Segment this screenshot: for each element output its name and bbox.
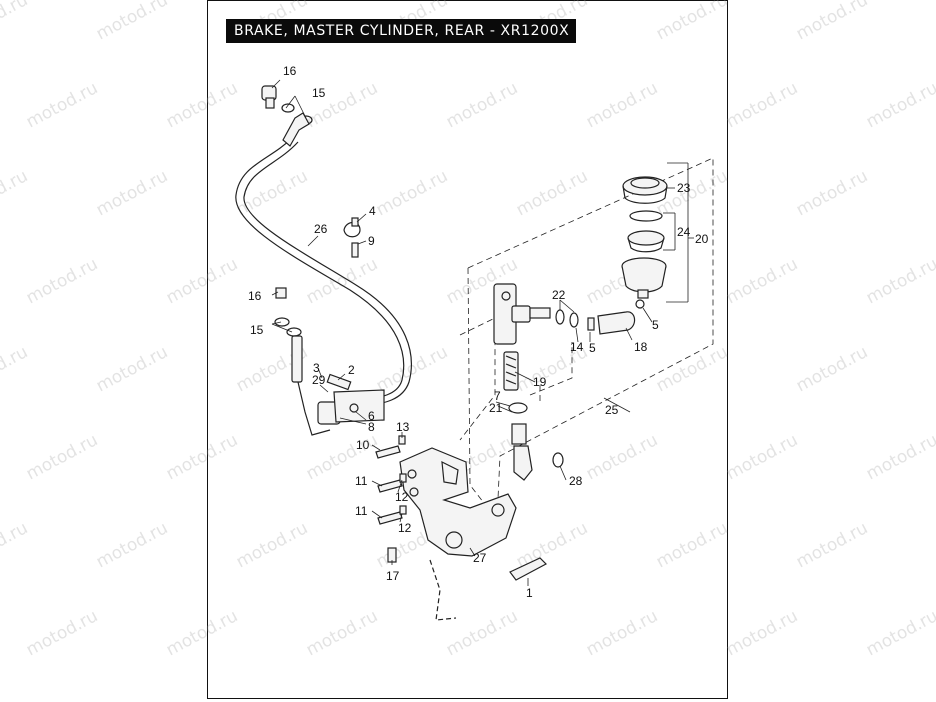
callout-20: 20 [695, 232, 709, 246]
callout-23: 23 [677, 181, 691, 195]
watermark-text: motod.ru [653, 166, 731, 220]
diagram-title: BRAKE, MASTER CYLINDER, REAR - XR1200X [226, 19, 576, 43]
callout-22: 22 [552, 288, 566, 302]
callout-15a: 15 [312, 86, 326, 100]
callout-21: 21 [489, 401, 503, 415]
watermark-text: motod.ru [93, 166, 171, 220]
watermark-text: motod.ru [163, 254, 241, 308]
reservoir [621, 176, 668, 299]
callout-7: 7 [494, 389, 501, 403]
callout-8: 8 [368, 420, 375, 434]
watermark-text: motod.ru [863, 78, 936, 132]
callout-15b: 15 [250, 323, 264, 337]
watermark-text: motod.ru [163, 606, 241, 660]
callout-5a: 5 [652, 318, 659, 332]
callout-27: 27 [473, 551, 487, 565]
callout-5b: 5 [589, 341, 596, 355]
callout-3: 3 [313, 361, 320, 375]
watermark-text: motod.ru [863, 606, 936, 660]
callout-1: 1 [526, 586, 533, 600]
callout-16a: 16 [283, 64, 297, 78]
hose-clip [343, 217, 361, 258]
watermark-text: motod.ru [233, 518, 311, 572]
watermark-text: motod.ru [723, 430, 801, 484]
watermark-text: motod.ru [0, 0, 31, 44]
watermark-text: motod.ru [513, 166, 591, 220]
watermark-text: motod.ru [653, 518, 731, 572]
callout-25: 25 [605, 403, 619, 417]
callout-12a: 12 [395, 490, 409, 504]
watermark-text: motod.ru [443, 606, 521, 660]
watermark-text: motod.ru [23, 78, 101, 132]
callout-29: 29 [312, 373, 326, 387]
watermark-text: motod.ru [863, 254, 936, 308]
callout-24: 24 [677, 225, 691, 239]
watermark-text: motod.ru [653, 0, 731, 44]
watermark-text: motod.ru [93, 518, 171, 572]
bracket [399, 447, 517, 621]
brake-hose [235, 137, 412, 407]
watermark-text: motod.ru [793, 518, 871, 572]
watermark-text: motod.ru [723, 78, 801, 132]
callout-18: 18 [634, 340, 648, 354]
watermark-text: motod.ru [0, 166, 31, 220]
bolts [375, 435, 547, 581]
callout-19: 19 [533, 375, 547, 389]
callout-2: 2 [348, 363, 355, 377]
callout-labels: 1 2 3 4 5 5 6 7 8 9 10 11 11 12 12 13 14… [248, 64, 709, 600]
callout-9: 9 [368, 234, 375, 248]
watermark-text: motod.ru [373, 166, 451, 220]
watermark-text: motod.ru [0, 518, 31, 572]
watermark-text: motod.ru [863, 430, 936, 484]
watermark-text: motod.ru [23, 254, 101, 308]
watermark-text: motod.ru [793, 166, 871, 220]
callout-6: 6 [368, 409, 375, 423]
callout-10: 10 [356, 438, 370, 452]
banjo-fitting-top [261, 85, 313, 147]
watermark-text: motod.ru [443, 78, 521, 132]
watermark-text: motod.ru [653, 342, 731, 396]
watermark-text: motod.ru [303, 430, 381, 484]
callout-26: 26 [314, 222, 328, 236]
watermark-text: motod.ru [93, 0, 171, 44]
watermark-text: motod.ru [373, 342, 451, 396]
master-cylinder [493, 283, 564, 481]
watermark-text: motod.ru [583, 78, 661, 132]
watermark-text: motod.ru [23, 430, 101, 484]
watermark-text: motod.ru [303, 606, 381, 660]
watermark-text: motod.ru [163, 430, 241, 484]
watermark-text: motod.ru [513, 518, 591, 572]
callout-12b: 12 [398, 521, 412, 535]
callout-16b: 16 [248, 289, 262, 303]
watermark-text: motod.ru [303, 254, 381, 308]
watermark-text: motod.ru [0, 342, 31, 396]
callout-17: 17 [386, 569, 400, 583]
watermark-text: motod.ru [793, 342, 871, 396]
watermark-text: motod.ru [583, 606, 661, 660]
callout-13: 13 [396, 420, 410, 434]
callout-11b: 11 [355, 504, 368, 518]
watermark-text: motod.ru [583, 430, 661, 484]
lower-fitting-and-switch [274, 287, 385, 436]
watermark-text: motod.ru [793, 0, 871, 44]
watermark-text: motod.ru [163, 78, 241, 132]
dashed-assembly-outlines [459, 157, 714, 521]
watermark-text: motod.ru [23, 606, 101, 660]
watermark-text: motod.ru [723, 254, 801, 308]
watermark-text: motod.ru [93, 342, 171, 396]
reservoir-hose [529, 299, 645, 335]
callout-14: 14 [570, 340, 584, 354]
callout-4: 4 [369, 204, 376, 218]
watermark-text: motod.ru [723, 606, 801, 660]
callout-11a: 11 [355, 474, 368, 488]
watermark-layer: motod.ru motod.ru motod.ru motod.ru motod.ru… [0, 0, 936, 660]
leader-lines [271, 79, 694, 586]
callout-28: 28 [569, 474, 583, 488]
